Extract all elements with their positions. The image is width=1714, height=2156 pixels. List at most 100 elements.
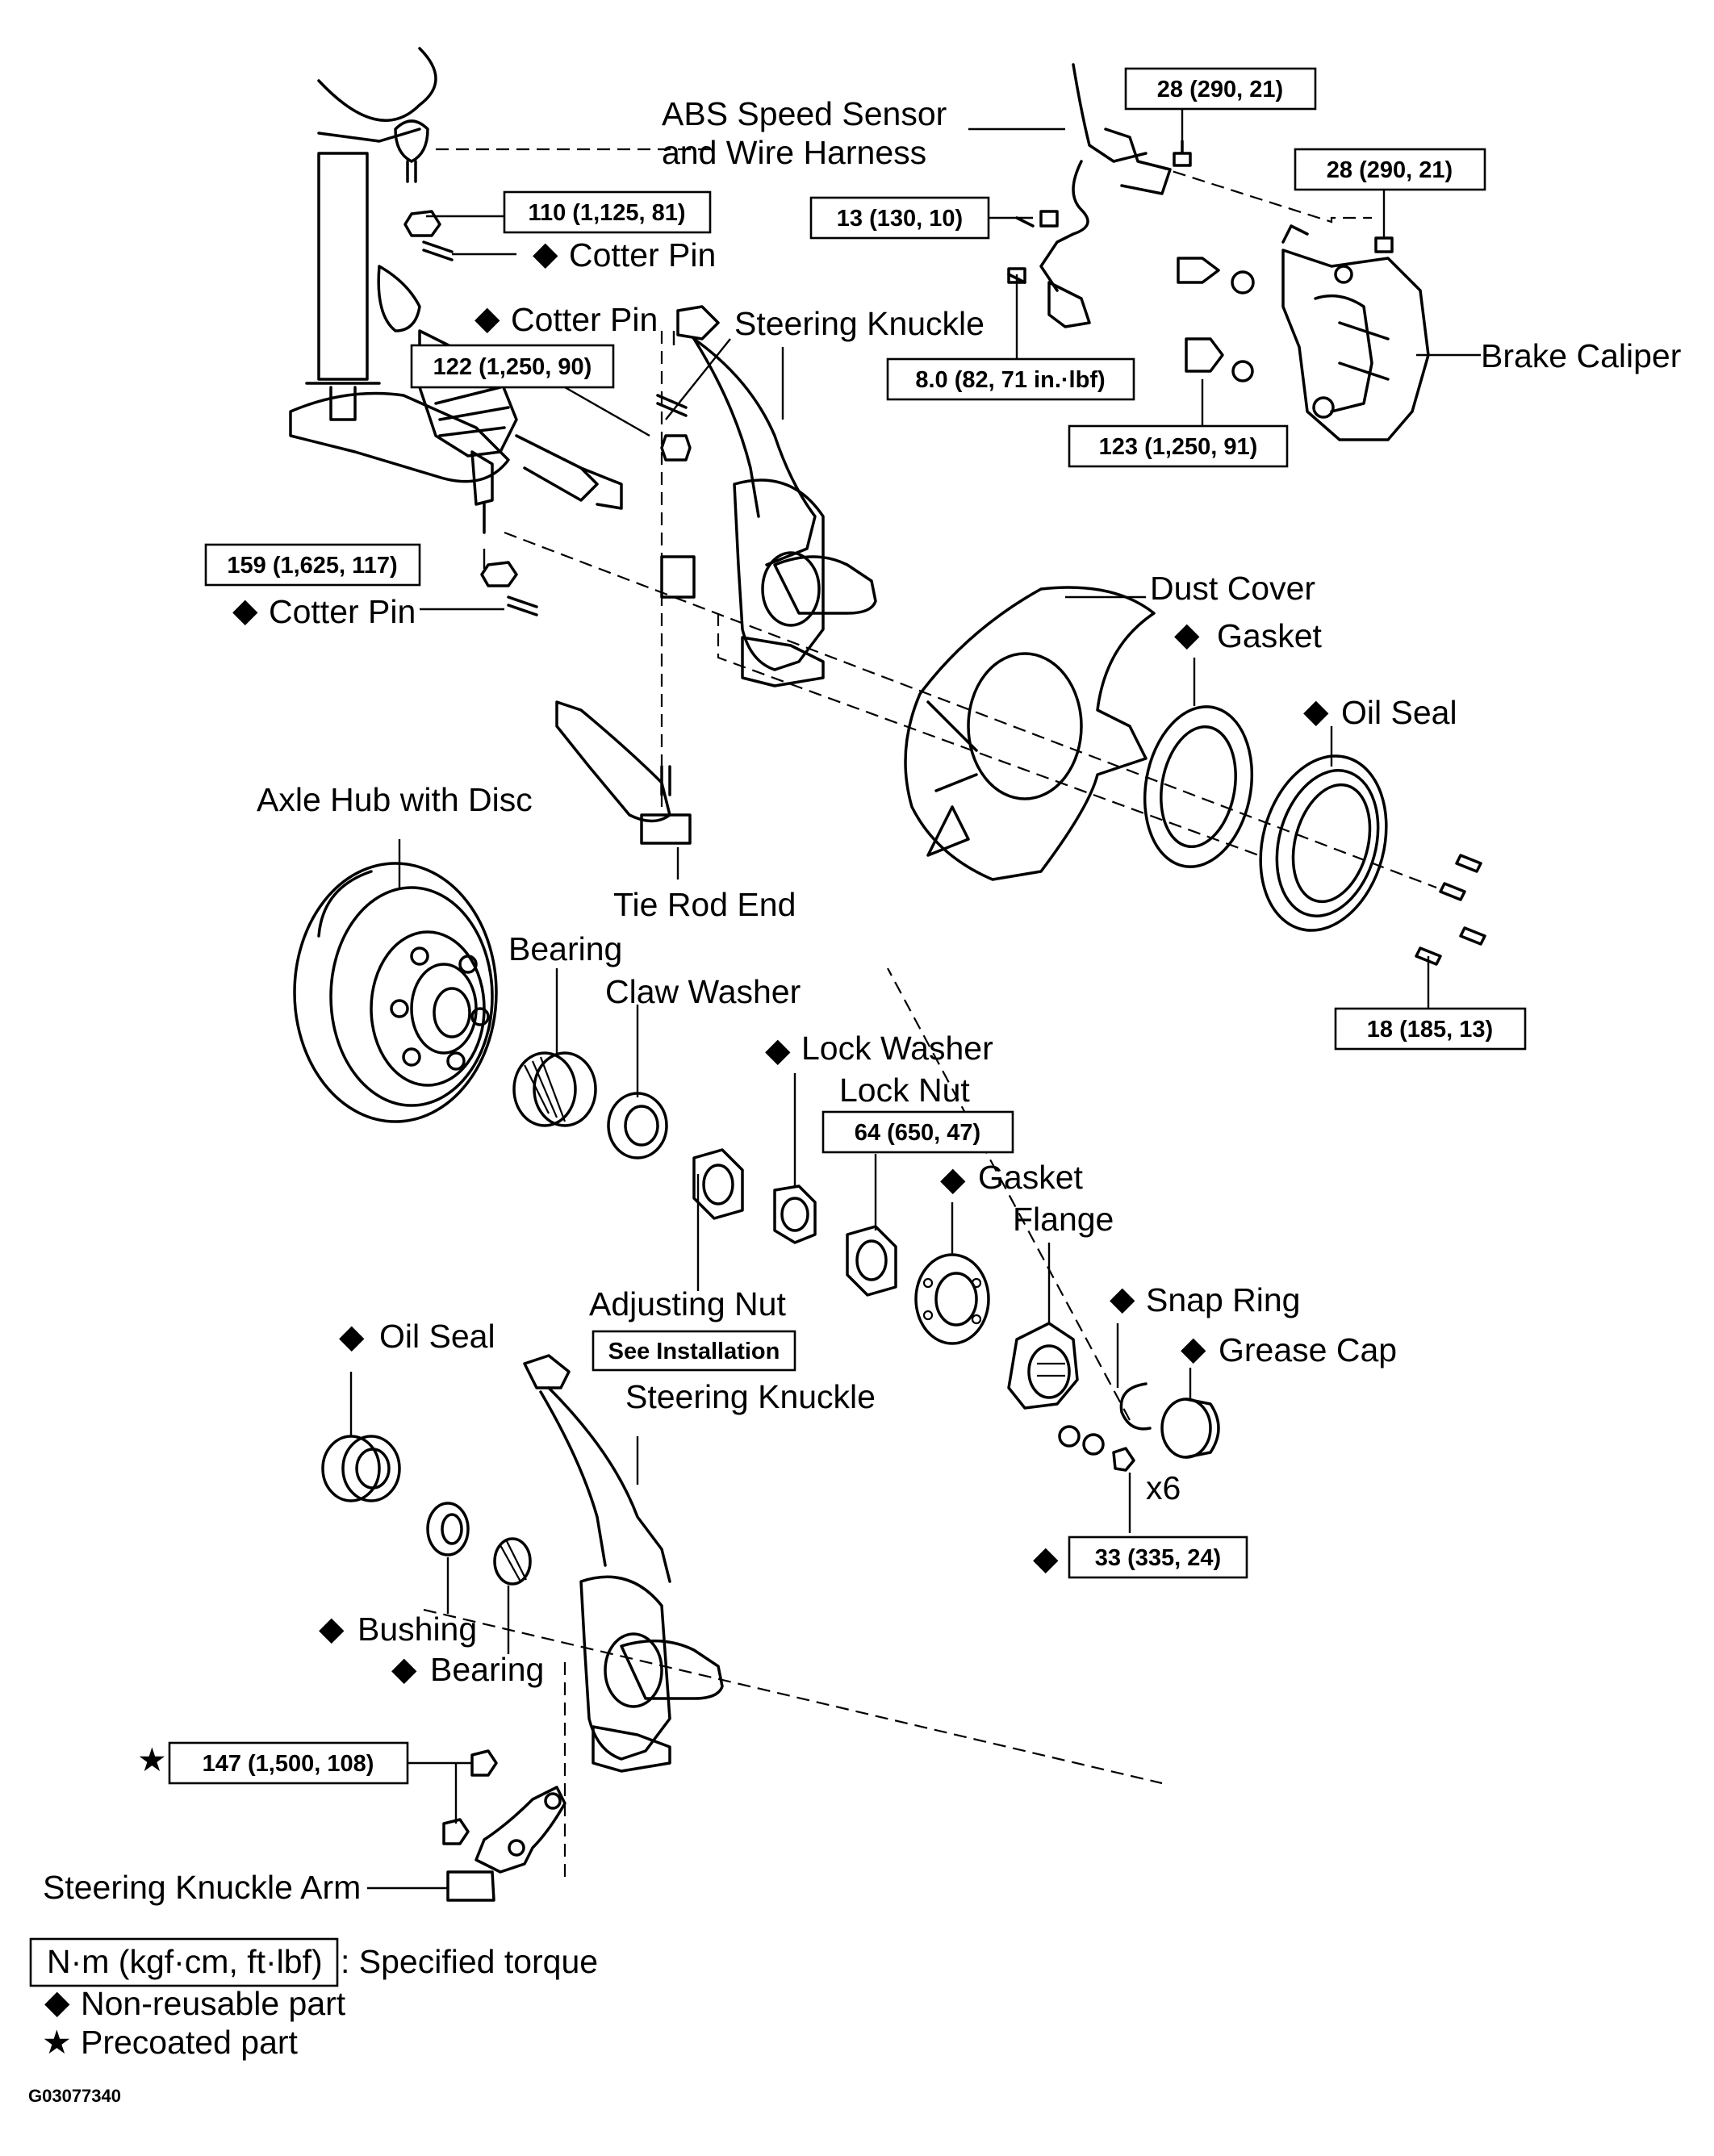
legend-diamond: ◆ bbox=[44, 1983, 70, 2020]
label-claw-washer: Claw Washer bbox=[605, 973, 801, 1010]
svg-text:28 (290, 21): 28 (290, 21) bbox=[1157, 77, 1283, 102]
svg-text:64 (650, 47): 64 (650, 47) bbox=[855, 1120, 980, 1146]
part-labels: ABS Speed Sensor and Wire Harness ◆ Cott… bbox=[43, 95, 1681, 1906]
svg-text:159 (1,625, 117): 159 (1,625, 117) bbox=[227, 553, 397, 579]
bushing-part bbox=[426, 1502, 470, 1556]
svg-text:See Installation: See Installation bbox=[608, 1339, 780, 1364]
torque-box-28-a: 28 (290, 21) bbox=[1124, 67, 1317, 111]
svg-text:122 (1,250, 90): 122 (1,250, 90) bbox=[433, 354, 592, 380]
label-cotter-pin-mid: Cotter Pin bbox=[511, 301, 658, 338]
lock-washer-part bbox=[773, 1185, 817, 1244]
claw-washer-part bbox=[607, 1092, 668, 1159]
legend-precoated: Precoated part bbox=[81, 2024, 299, 2061]
figure-code: G03077340 bbox=[28, 2086, 121, 2106]
torque-box-147: ★ 147 (1,500, 108) bbox=[137, 1741, 409, 1785]
torque-box-64: 64 (650, 47) bbox=[821, 1110, 1014, 1154]
label-bushing: Bushing bbox=[357, 1611, 477, 1648]
steering-knuckle-upper bbox=[656, 305, 877, 687]
torque-box-159: 159 (1,625, 117) bbox=[204, 543, 421, 587]
label-abs-sensor-line1: ABS Speed Sensor bbox=[662, 95, 947, 132]
oil-seal-lower-part bbox=[321, 1435, 401, 1502]
dust-cover bbox=[904, 586, 1156, 881]
label-oil-seal-lower: Oil Seal bbox=[379, 1318, 495, 1355]
label-steering-knuckle-arm: Steering Knuckle Arm bbox=[43, 1869, 361, 1906]
gasket-upper-part bbox=[1143, 705, 1254, 868]
see-installation-box: See Installation bbox=[592, 1330, 796, 1372]
label-bearing-upper: Bearing bbox=[508, 930, 622, 967]
diamond-symbol: ◆ bbox=[1181, 1330, 1206, 1367]
torque-box-33: ◆ 33 (335, 24) bbox=[1033, 1536, 1248, 1579]
label-gasket-lower: Gasket bbox=[978, 1159, 1083, 1196]
assembly-axis-lines bbox=[423, 148, 1437, 1880]
diamond-symbol: ◆ bbox=[533, 235, 558, 272]
adjusting-nut-part bbox=[692, 1148, 744, 1220]
svg-text:110 (1,125, 81): 110 (1,125, 81) bbox=[528, 200, 685, 226]
torque-box-28-b: 28 (290, 21) bbox=[1294, 148, 1486, 191]
upper-suspension bbox=[289, 47, 510, 534]
torque-box-123: 123 (1,250, 91) bbox=[1068, 424, 1289, 468]
steering-knuckle-lower bbox=[523, 1354, 724, 1773]
snap-ring-part bbox=[1119, 1382, 1152, 1431]
diamond-symbol: ◆ bbox=[765, 1031, 791, 1068]
label-adjusting-nut: Adjusting Nut bbox=[589, 1285, 786, 1322]
oil-seal-upper-part bbox=[1259, 754, 1388, 932]
label-steering-knuckle-upper: Steering Knuckle bbox=[734, 305, 985, 342]
label-brake-caliper: Brake Caliper bbox=[1481, 337, 1681, 374]
hub-nuts bbox=[1058, 1425, 1135, 1472]
label-x6: x6 bbox=[1146, 1469, 1181, 1506]
svg-text:18 (185, 13): 18 (185, 13) bbox=[1367, 1017, 1493, 1042]
tie-rod-end bbox=[555, 700, 692, 845]
label-cotter-pin-lower: Cotter Pin bbox=[269, 593, 416, 630]
label-axle-hub: Axle Hub with Disc bbox=[257, 781, 533, 818]
label-gasket-upper: Gasket bbox=[1217, 617, 1322, 654]
label-tie-rod-end: Tie Rod End bbox=[613, 886, 796, 923]
lock-nut-part bbox=[846, 1225, 897, 1297]
torque-box-110: 110 (1,125, 81) bbox=[503, 190, 712, 234]
diamond-symbol: ◆ bbox=[391, 1650, 417, 1687]
label-dust-cover: Dust Cover bbox=[1150, 570, 1315, 607]
svg-text:33 (335, 24): 33 (335, 24) bbox=[1095, 1545, 1221, 1571]
axle-hub-disc bbox=[293, 862, 498, 1123]
torque-callouts: 28 (290, 21) 28 (290, 21) 110 (1,125, 81… bbox=[137, 67, 1527, 1785]
diamond-symbol: ◆ bbox=[474, 299, 500, 336]
flange-part bbox=[1007, 1322, 1079, 1410]
diamond-symbol: ◆ bbox=[1303, 692, 1329, 729]
legend-torque-desc: : Specified torque bbox=[341, 1943, 598, 1980]
legend-torque-unit: N·m (kgf·cm, ft·lbf) bbox=[47, 1943, 323, 1980]
diamond-symbol: ◆ bbox=[1174, 616, 1200, 653]
label-cotter-pin-upper: Cotter Pin bbox=[569, 236, 716, 274]
svg-text:28 (290, 21): 28 (290, 21) bbox=[1327, 157, 1453, 183]
svg-text:★: ★ bbox=[137, 1741, 167, 1778]
label-flange: Flange bbox=[1013, 1201, 1114, 1238]
label-bearing-lower: Bearing bbox=[430, 1651, 544, 1688]
steering-knuckle-arm-part bbox=[446, 1786, 566, 1902]
diamond-symbol: ◆ bbox=[232, 591, 258, 629]
legend-star: ★ bbox=[42, 2024, 72, 2061]
leader-lines bbox=[349, 109, 1481, 1890]
torque-box-122: 122 (1,250, 90) bbox=[410, 344, 615, 389]
legend: N·m (kgf·cm, ft·lbf) : Specified torque … bbox=[28, 1937, 598, 2106]
torque-box-8: 8.0 (82, 71 in.·lbf) bbox=[886, 357, 1135, 401]
legend-non-reusable: Non-reusable part bbox=[81, 1985, 346, 2022]
svg-text:147 (1,500, 108): 147 (1,500, 108) bbox=[203, 1751, 374, 1777]
svg-text:8.0 (82, 71 in.·lbf): 8.0 (82, 71 in.·lbf) bbox=[915, 367, 1105, 393]
cotter-pins-left bbox=[403, 210, 538, 616]
label-abs-sensor-line2: and Wire Harness bbox=[662, 134, 926, 171]
gasket-lower-part bbox=[914, 1253, 990, 1345]
brake-caliper bbox=[1281, 224, 1430, 441]
grease-cap-part bbox=[1160, 1398, 1220, 1459]
label-lock-nut: Lock Nut bbox=[839, 1072, 970, 1109]
diamond-symbol: ◆ bbox=[940, 1160, 966, 1197]
svg-text:13 (130, 10): 13 (130, 10) bbox=[837, 206, 963, 232]
label-lock-washer: Lock Washer bbox=[801, 1030, 993, 1067]
label-steering-knuckle-lower: Steering Knuckle bbox=[625, 1378, 876, 1415]
diamond-symbol: ◆ bbox=[339, 1318, 365, 1355]
bolts bbox=[442, 140, 1486, 1845]
label-grease-cap: Grease Cap bbox=[1219, 1331, 1397, 1368]
torque-box-18: 18 (185, 13) bbox=[1334, 1007, 1527, 1051]
svg-text:◆: ◆ bbox=[1033, 1540, 1059, 1577]
bearing-upper-part bbox=[512, 1051, 597, 1127]
bearing-lower-part bbox=[493, 1537, 532, 1586]
diamond-symbol: ◆ bbox=[319, 1610, 345, 1647]
